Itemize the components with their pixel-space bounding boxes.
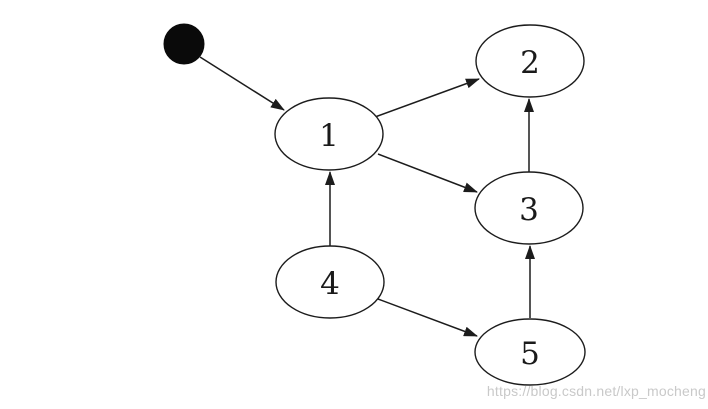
state-node-2: 2: [475, 24, 585, 98]
state-node-1: 1: [274, 97, 384, 171]
state-node-4: 4: [275, 245, 385, 319]
watermark-text: https://blog.csdn.net/lxp_mocheng: [486, 383, 706, 399]
edge-1-to-2: [374, 78, 480, 118]
state-node-ellipse-3: [474, 171, 584, 245]
state-node-ellipse-2: [475, 24, 585, 98]
initial-state-dot: [163, 23, 205, 65]
state-node-label-3: 3: [519, 192, 539, 228]
edge-start-to-1: [199, 56, 285, 111]
state-node-label-4: 4: [320, 266, 340, 302]
state-node-5: 5: [474, 318, 586, 386]
state-node-label-2: 2: [520, 45, 540, 81]
state-node-ellipse-5: [474, 318, 586, 386]
edge-4-to-5: [377, 298, 478, 337]
state-node-ellipse-1: [274, 97, 384, 171]
edge-1-to-3: [377, 153, 478, 193]
state-node-label-1: 1: [319, 118, 339, 154]
state-node-ellipse-4: [275, 245, 385, 319]
state-node-3: 3: [474, 171, 584, 245]
state-node-label-5: 5: [520, 336, 540, 372]
